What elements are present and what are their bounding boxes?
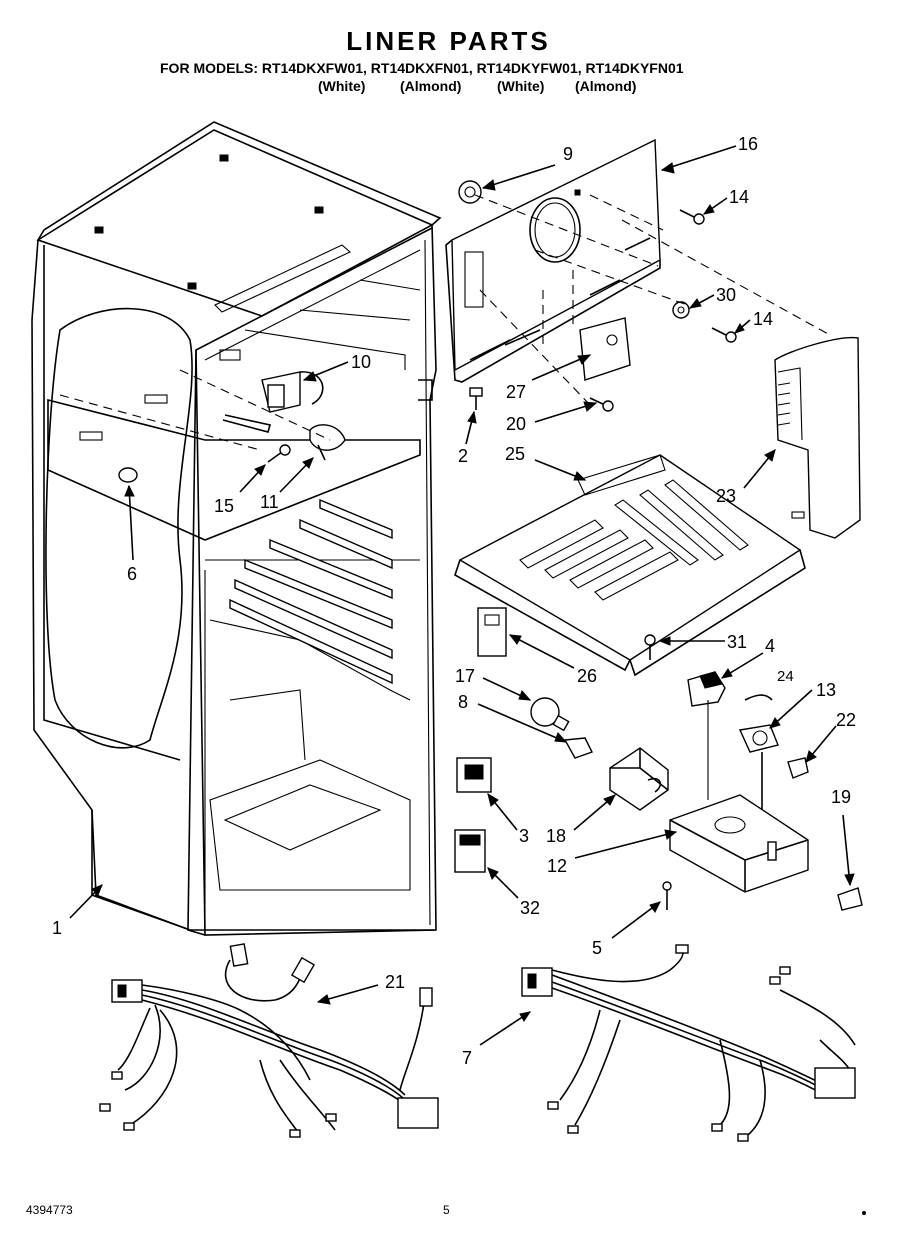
part-6-plug (118, 467, 138, 483)
part-26-thermostat-bracket (477, 607, 507, 657)
part-24-tube (744, 694, 773, 701)
callout-6: 6 (127, 564, 137, 584)
part-31-rivet (644, 634, 656, 660)
callout-32: 32 (520, 898, 540, 918)
part-27-bracket (579, 317, 631, 381)
part-8-socket (563, 737, 593, 759)
part-7-wire-harness (521, 944, 856, 1142)
callout-9: 9 (563, 144, 573, 164)
models-line: FOR MODELS: RT14DKXFW01, RT14DKXFN01, RT… (160, 60, 684, 76)
part-4-knob (687, 671, 726, 707)
callout-20: 20 (506, 414, 526, 434)
callout-2: 2 (458, 446, 468, 466)
part-5-screw (662, 881, 672, 910)
part-3-switch (456, 757, 492, 793)
part-12-control-box (669, 700, 809, 893)
refrigerator-liner (31, 121, 442, 936)
callout-labels: 9 16 14 30 14 10 27 20 2 15 11 6 25 23 3… (52, 134, 856, 1068)
callout-12: 12 (547, 856, 567, 876)
callout-19: 19 (831, 787, 851, 807)
callout-17: 17 (455, 666, 475, 686)
finish-label: (White) (497, 78, 545, 94)
callout-15: 15 (214, 496, 234, 516)
part-18-light-shield (609, 747, 669, 811)
corner-mark (862, 1211, 866, 1215)
shelf-rails (229, 498, 393, 685)
part-11-socket (309, 424, 346, 461)
part-9-grommet (458, 180, 482, 204)
callout-8: 8 (458, 692, 468, 712)
part-17-bulb (530, 697, 570, 732)
part-15-screw (267, 444, 291, 463)
part-32-switch (454, 829, 486, 873)
callout-18: 18 (546, 826, 566, 846)
part-19-connector (837, 887, 863, 911)
callout-1: 1 (52, 918, 62, 938)
callout-26: 26 (577, 666, 597, 686)
leader-lines (59, 145, 855, 1046)
callout-13: 13 (816, 680, 836, 700)
callout-31: 31 (727, 632, 747, 652)
callout-14: 14 (729, 187, 749, 207)
callout-5: 5 (592, 938, 602, 958)
callout-3: 3 (519, 826, 529, 846)
callout-4: 4 (765, 636, 775, 656)
page-number: 5 (443, 1203, 450, 1217)
finish-label: (Almond) (400, 78, 462, 94)
callout-11: 11 (260, 492, 279, 512)
callout-7: 7 (462, 1048, 472, 1068)
callout-22: 22 (836, 710, 856, 730)
part-22-clip (787, 757, 809, 779)
part-10-control-bracket (222, 371, 324, 433)
callout-23: 23 (716, 486, 736, 506)
part-23-control-housing (774, 336, 861, 539)
part-25-evaporator-shelf (454, 454, 806, 677)
callout-30: 30 (716, 285, 736, 305)
part-21-wire-harness (99, 943, 439, 1138)
page-title: LINER PARTS (346, 26, 551, 56)
callout-24: 24 (777, 668, 794, 685)
part-16-evaporator-cover (445, 138, 661, 383)
callout-25: 25 (505, 444, 525, 464)
callout-27: 27 (506, 382, 526, 402)
callout-10: 10 (351, 352, 371, 372)
finish-label: (White) (318, 78, 366, 94)
callout-16: 16 (738, 134, 758, 154)
callout-14: 14 (753, 309, 773, 329)
finish-label: (Almond) (575, 78, 637, 94)
doc-number: 4394773 (26, 1203, 73, 1217)
screws (469, 209, 737, 412)
callout-21: 21 (385, 972, 405, 992)
